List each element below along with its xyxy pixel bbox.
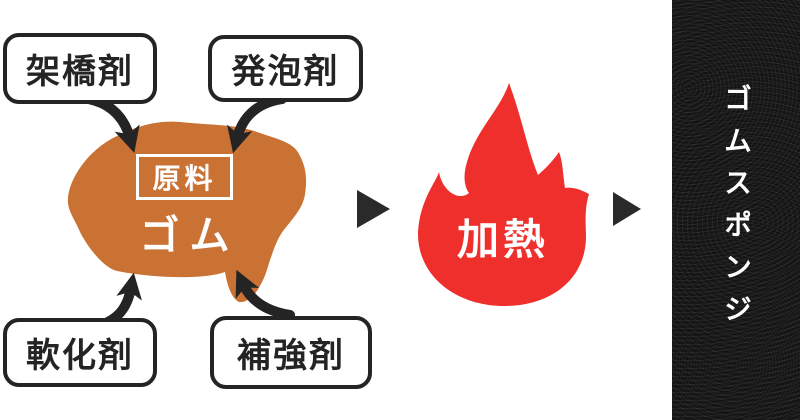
flame-icon bbox=[417, 83, 589, 306]
additive-box-softening-agent: 軟化剤 bbox=[3, 318, 157, 387]
raw-material-badge-label: 原料 bbox=[152, 163, 217, 194]
result-label: ゴムスポンジ bbox=[721, 84, 752, 336]
curved-arrow-top-right-icon bbox=[227, 94, 287, 154]
additive-label: 架橋剤 bbox=[26, 53, 134, 91]
heating-label: 加熱 bbox=[456, 215, 549, 263]
additive-box-foaming-agent: 発泡剤 bbox=[208, 35, 363, 102]
flow-arrow-right-icon-1 bbox=[357, 190, 390, 228]
additive-label: 軟化剤 bbox=[26, 337, 134, 375]
rubber-label: ゴム bbox=[139, 214, 240, 258]
result-panel: ゴムスポンジ bbox=[672, 0, 800, 420]
raw-material-badge: 原料 bbox=[136, 154, 233, 200]
additive-label: 発泡剤 bbox=[231, 53, 340, 91]
curved-arrow-top-left-icon bbox=[77, 93, 140, 153]
rubber-blob-shape bbox=[67, 121, 307, 303]
additive-label: 補強剤 bbox=[237, 337, 345, 375]
additive-box-crosslinking-agent: 架橋剤 bbox=[3, 33, 157, 104]
flow-arrow-right-icon-2 bbox=[613, 192, 641, 226]
additive-box-reinforcing-agent: 補強剤 bbox=[210, 316, 372, 389]
curved-arrow-bottom-right-icon bbox=[235, 269, 295, 320]
